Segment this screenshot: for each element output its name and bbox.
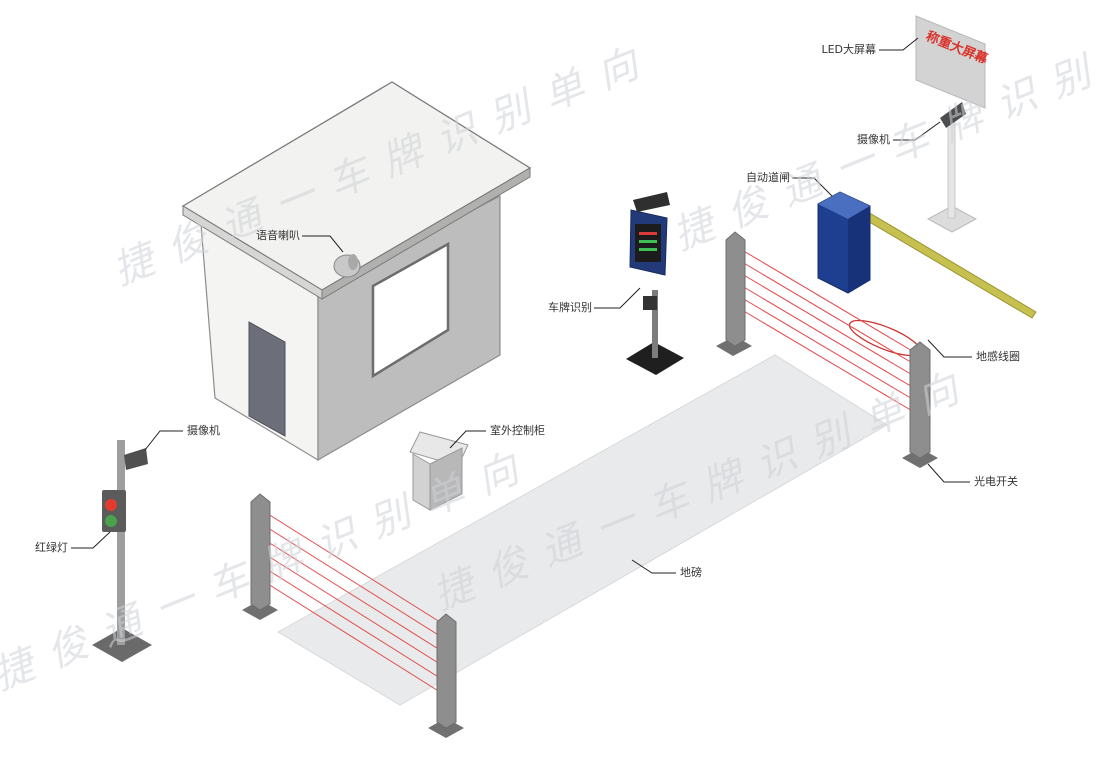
led-sign: 称重大屏幕 [915, 15, 991, 233]
camera-top-icon [940, 102, 966, 128]
camera-kiosk-icon [633, 192, 670, 212]
house-window [371, 241, 450, 379]
label-voice-speaker: 语音喇叭 [256, 229, 300, 242]
ir-beams [267, 249, 915, 693]
outdoor-cabinet [409, 431, 469, 511]
svg-text:捷俊通一车牌识别单向: 捷俊通一车牌识别单向 [667, 0, 1101, 259]
green-light-icon [105, 515, 117, 527]
red-light-icon [105, 499, 117, 511]
post-front-left [242, 493, 278, 620]
camera-left-icon [124, 448, 148, 470]
plate-recognition-kiosk [626, 192, 684, 375]
leader-lines [71, 37, 972, 574]
label-ground-loop: 地感线圈 [976, 350, 1020, 363]
photo-switch-posts [242, 231, 938, 738]
post-front-right [428, 613, 464, 738]
label-traffic-light: 红绿灯 [35, 541, 68, 554]
post-back-right [902, 341, 938, 468]
label-camera-top: 摄像机 [857, 133, 890, 146]
house-door [248, 321, 286, 437]
label-weighbridge: 地磅 [680, 566, 702, 579]
label-plate-recognition: 车牌识别 [548, 301, 592, 314]
guard-house [181, 81, 532, 462]
post-back-left [716, 231, 752, 356]
label-photo-switch: 光电开关 [974, 475, 1018, 488]
traffic-light-pole [92, 440, 152, 662]
label-auto-gate: 自动道闸 [746, 171, 790, 184]
label-led-screen: LED大屏幕 [821, 43, 876, 56]
label-outdoor-cabinet: 室外控制柜 [490, 424, 545, 437]
barrier-gate [817, 191, 1037, 319]
speaker-icon [333, 254, 361, 278]
label-camera-left: 摄像机 [187, 424, 220, 437]
weighbridge-platform [277, 354, 888, 706]
